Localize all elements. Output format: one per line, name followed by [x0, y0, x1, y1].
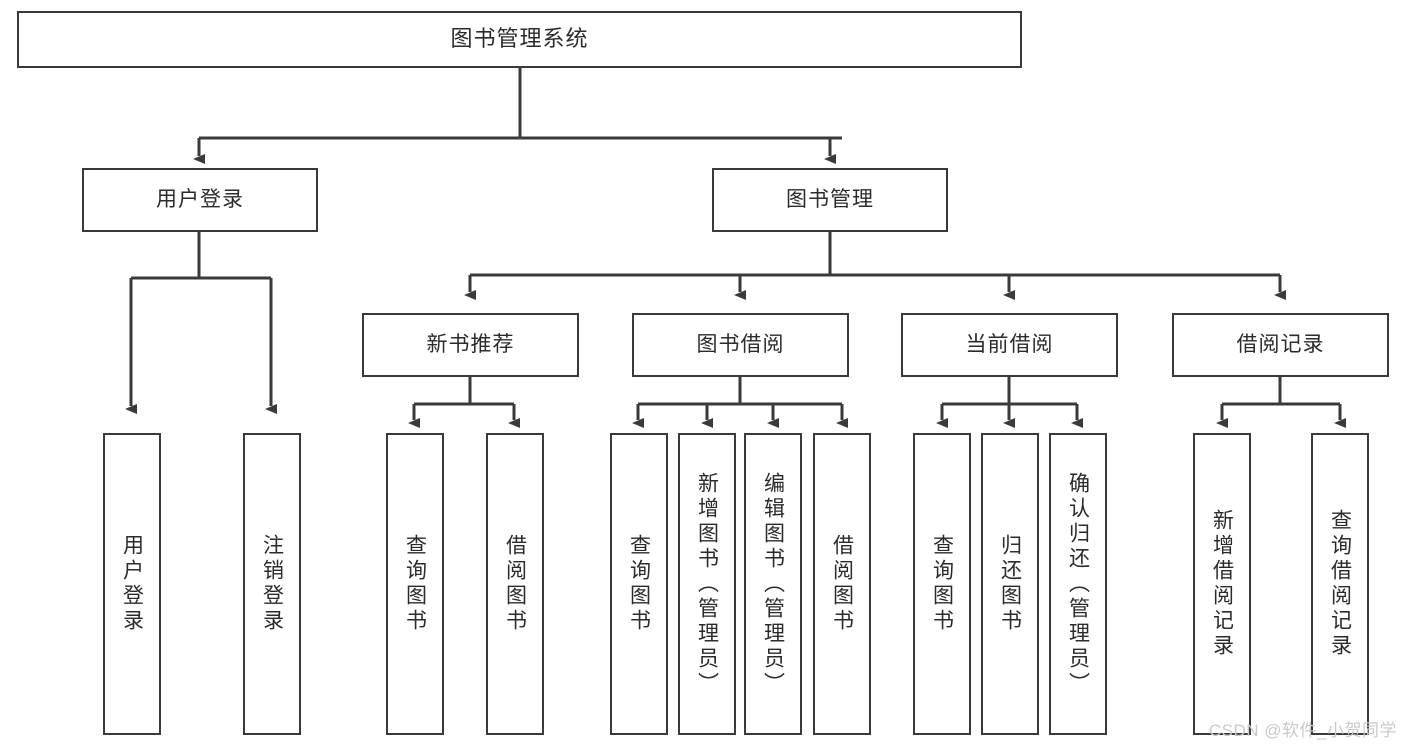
leaf-recommend-query-book[interactable]: 查询图书 [386, 433, 444, 735]
node-book-management[interactable]: 图书管理 [712, 168, 948, 232]
node-current-borrow[interactable]: 当前借阅 [901, 313, 1118, 377]
leaf-borrow-edit-book-label: 编辑图书（管理员） [761, 471, 785, 697]
leaf-current-confirm-return[interactable]: 确认归还（管理员） [1049, 433, 1107, 735]
node-current-borrow-label: 当前借阅 [965, 333, 1054, 357]
watermark: CSDN @软件_小贺同学 [1208, 721, 1397, 740]
node-user-login[interactable]: 用户登录 [82, 168, 318, 232]
node-new-book-recommend-label: 新书推荐 [426, 333, 515, 357]
leaf-borrow-edit-book[interactable]: 编辑图书（管理员） [744, 433, 802, 735]
leaf-record-query[interactable]: 查询借阅记录 [1311, 433, 1369, 735]
leaf-current-return-book-label: 归还图书 [998, 534, 1022, 634]
leaf-borrow-query-book-label: 查询图书 [627, 534, 651, 634]
leaf-borrow-query-book[interactable]: 查询图书 [610, 433, 668, 735]
leaf-borrow-borrow-book-label: 借阅图书 [830, 534, 854, 634]
node-new-book-recommend[interactable]: 新书推荐 [362, 313, 579, 377]
node-user-login-label: 用户登录 [156, 188, 244, 212]
leaf-recommend-borrow-book-label: 借阅图书 [503, 534, 527, 634]
node-book-management-label: 图书管理 [786, 188, 874, 212]
leaf-current-confirm-return-label: 确认归还（管理员） [1066, 471, 1090, 697]
leaf-borrow-borrow-book[interactable]: 借阅图书 [813, 433, 871, 735]
node-book-borrow[interactable]: 图书借阅 [632, 313, 849, 377]
leaf-user-logout[interactable]: 注销登录 [243, 433, 301, 735]
node-book-borrow-label: 图书借阅 [696, 333, 785, 357]
node-root[interactable]: 图书管理系统 [17, 11, 1022, 68]
leaf-current-return-book[interactable]: 归还图书 [981, 433, 1039, 735]
leaf-recommend-query-book-label: 查询图书 [403, 534, 427, 634]
leaf-record-add-label: 新增借阅记录 [1210, 509, 1234, 659]
leaf-record-add[interactable]: 新增借阅记录 [1193, 433, 1251, 735]
leaf-user-login[interactable]: 用户登录 [103, 433, 161, 735]
node-borrow-record-label: 借阅记录 [1236, 333, 1325, 357]
leaf-recommend-borrow-book[interactable]: 借阅图书 [486, 433, 544, 735]
leaf-borrow-add-book-label: 新增图书（管理员） [695, 471, 719, 697]
leaf-current-query-book[interactable]: 查询图书 [913, 433, 971, 735]
leaf-user-logout-label: 注销登录 [260, 534, 284, 634]
leaf-record-query-label: 查询借阅记录 [1328, 509, 1352, 659]
leaf-borrow-add-book[interactable]: 新增图书（管理员） [678, 433, 736, 735]
leaf-current-query-book-label: 查询图书 [930, 534, 954, 634]
node-borrow-record[interactable]: 借阅记录 [1172, 313, 1389, 377]
leaf-user-login-label: 用户登录 [120, 534, 144, 634]
node-root-label: 图书管理系统 [450, 26, 589, 52]
